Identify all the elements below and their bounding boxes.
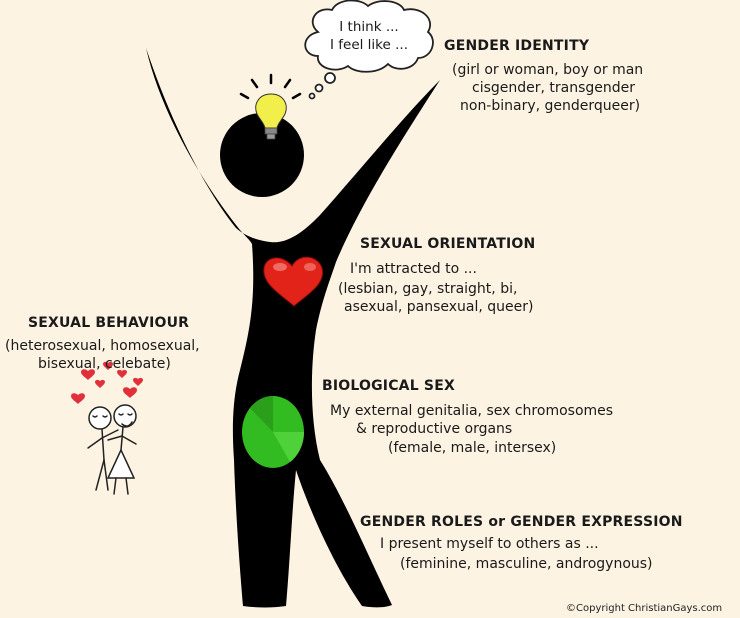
heart-icon bbox=[263, 256, 324, 307]
light-bulb-icon bbox=[255, 93, 287, 140]
gender-identity-line-3: non-binary, genderqueer) bbox=[460, 98, 641, 114]
gender-roles-line-2: (feminine, masculine, androgynous) bbox=[400, 556, 653, 572]
small-hearts bbox=[71, 361, 143, 404]
biological-sex-line-3: (female, male, intersex) bbox=[388, 440, 557, 456]
sexual-orientation-line-2: (lesbian, gay, straight, bi, bbox=[338, 281, 518, 297]
sexual-orientation-heading: SEXUAL ORIENTATION bbox=[360, 236, 536, 252]
biological-sex-heading: BIOLOGICAL SEX bbox=[322, 378, 455, 394]
green-oval-icon bbox=[242, 396, 304, 468]
sexual-orientation-line-1: I'm attracted to ... bbox=[350, 261, 477, 277]
stick-couple-icon bbox=[87, 404, 137, 495]
gender-roles-heading: GENDER ROLES or GENDER EXPRESSION bbox=[360, 514, 683, 530]
sexual-behaviour-line-2: bisexual, celebate) bbox=[38, 356, 171, 372]
figure-head bbox=[220, 113, 304, 197]
biological-sex-line-2: & reproductive organs bbox=[356, 421, 513, 437]
thought-line-1: I think ... bbox=[339, 19, 399, 35]
copyright-notice: ©Copyright ChristianGays.com bbox=[566, 603, 723, 614]
gender-roles-line-1: I present myself to others as ... bbox=[380, 536, 599, 552]
thought-line-2: I feel like ... bbox=[330, 37, 408, 53]
gender-identity-line-1: (girl or woman, boy or man bbox=[452, 62, 644, 78]
bulb-rays bbox=[239, 73, 302, 100]
thought-bubble bbox=[304, 0, 434, 100]
biological-sex-line-1: My external genitalia, sex chromosomes bbox=[330, 403, 614, 419]
gender-identity-heading: GENDER IDENTITY bbox=[444, 38, 590, 54]
figure-body bbox=[146, 48, 440, 608]
sexual-orientation-line-3: asexual, pansexual, queer) bbox=[344, 299, 534, 315]
thought-bubble-text: I think ... I feel like ... bbox=[318, 18, 420, 54]
sexual-behaviour-line-1: (heterosexual, homosexual, bbox=[5, 338, 200, 354]
gender-identity-line-2: cisgender, transgender bbox=[472, 80, 636, 96]
sexual-behaviour-heading: SEXUAL BEHAVIOUR bbox=[28, 315, 190, 331]
